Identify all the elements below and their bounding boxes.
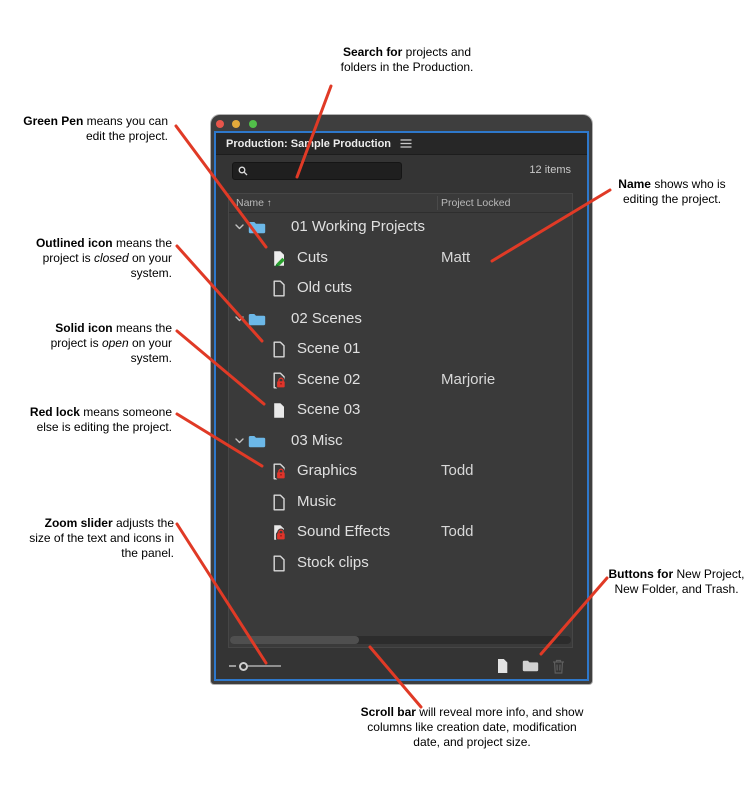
row-music[interactable]: Music: [229, 487, 572, 518]
annotation-outlined-icon: Outlined icon means the project is close…: [35, 236, 172, 280]
panel-tab-bar: Production: Sample Production: [216, 133, 587, 155]
row-01-working-projects[interactable]: 01 Working Projects: [229, 212, 572, 243]
panel-tab[interactable]: Production: Sample Production: [226, 137, 392, 150]
macos-titlebar: [211, 115, 592, 131]
row-label: Scene 02: [297, 370, 361, 388]
outline-project-icon: [272, 280, 286, 297]
locked-by: Todd: [441, 523, 474, 540]
row-old-cuts[interactable]: Old cuts: [229, 273, 572, 304]
scrollbar-thumb[interactable]: [230, 636, 359, 644]
row-label: Graphics: [297, 462, 358, 479]
close-button[interactable]: [216, 120, 224, 128]
row-02-scenes[interactable]: 02 Scenes: [229, 304, 572, 335]
annotation-name: Name shows who is editing the project.: [618, 177, 726, 206]
sort-ascending-icon: ↑: [266, 198, 272, 209]
column-header-name[interactable]: Name ↑: [236, 197, 272, 209]
outline-project-icon: [272, 494, 286, 511]
column-divider[interactable]: [437, 196, 438, 210]
annotation-solid-icon: Solid icon means the project is open on …: [50, 321, 172, 365]
row-scene-03[interactable]: Scene 03: [229, 395, 572, 426]
folder-icon: [248, 313, 266, 326]
zoom-slider[interactable]: [229, 659, 281, 673]
annotation-search: Search for projects and folders in the P…: [340, 45, 474, 74]
solid-project-icon: [272, 402, 286, 419]
search-icon: [238, 166, 248, 176]
row-label: Stock clips: [297, 553, 369, 571]
column-header-project-locked[interactable]: Project Locked: [441, 197, 511, 209]
folder-icon: [248, 221, 266, 234]
row-label: Sound Effects: [297, 523, 391, 540]
row-sound-effects[interactable]: Sound Effects Todd: [229, 517, 572, 548]
row-label: Cuts: [297, 248, 328, 266]
zoom-slider-track[interactable]: [248, 665, 281, 667]
outline-lock-project-icon: [272, 463, 287, 480]
row-scene-02[interactable]: Scene 02 Marjorie: [229, 365, 572, 396]
locked-by: Todd: [441, 462, 474, 479]
zoom-window-button[interactable]: [249, 120, 257, 128]
outline-lock-project-icon: [272, 372, 287, 389]
annotation-buttons: Buttons for New Project, New Folder, and…: [608, 567, 745, 596]
outline-project-icon: [272, 341, 286, 358]
row-cuts[interactable]: Cuts Matt: [229, 243, 572, 274]
row-03-misc[interactable]: 03 Misc: [229, 426, 572, 457]
locked-by: Marjorie: [441, 370, 496, 388]
folder-icon: [248, 435, 266, 448]
new-folder-icon: [522, 660, 538, 672]
locked-by: Matt: [441, 248, 471, 266]
panel-footer-buttons: [493, 657, 567, 675]
list-header: Name ↑ Project Locked: [229, 194, 572, 213]
row-label: Music: [297, 492, 337, 510]
row-label: Scene 01: [297, 340, 361, 357]
outline-project-icon: [272, 555, 286, 572]
row-graphics[interactable]: Graphics Todd: [229, 456, 572, 487]
annotation-green-pen: Green Pen means you can edit the project…: [23, 114, 168, 143]
search-input[interactable]: [248, 163, 401, 179]
row-scene-01[interactable]: Scene 01: [229, 334, 572, 365]
row-stock-clips[interactable]: Stock clips: [229, 548, 572, 579]
solid-lock-project-icon: [272, 524, 287, 541]
minimize-button[interactable]: [232, 120, 240, 128]
new-project-icon: [497, 659, 507, 673]
search-field[interactable]: [232, 162, 402, 180]
annotation-zoom-slider: Zoom slider adjusts the size of the text…: [29, 516, 174, 560]
new-project-button[interactable]: [493, 657, 511, 675]
production-panel: Production: Sample Production 12 items N…: [214, 131, 589, 681]
project-list: Name ↑ Project Locked 01 Working Project…: [228, 193, 573, 648]
annotation-red-lock: Red lock means someone else is editing t…: [29, 405, 172, 434]
chevron-down-icon[interactable]: [235, 315, 244, 322]
production-panel-window: Production: Sample Production 12 items N…: [211, 115, 592, 684]
row-label: 01 Working Projects: [291, 218, 425, 235]
zoom-out-tick: [229, 665, 236, 667]
row-label: 02 Scenes: [291, 309, 362, 327]
row-label: 03 Misc: [291, 431, 343, 449]
horizontal-scrollbar[interactable]: [230, 636, 571, 644]
new-folder-button[interactable]: [521, 657, 539, 675]
trash-button[interactable]: [549, 657, 567, 675]
panel-menu-button[interactable]: [400, 139, 412, 148]
trash-icon: [552, 659, 564, 674]
items-count: 12 items: [529, 164, 571, 176]
row-label: Scene 03: [297, 401, 361, 418]
hamburger-menu-icon: [400, 139, 412, 148]
chevron-down-icon[interactable]: [235, 224, 244, 230]
chevron-down-icon[interactable]: [235, 437, 244, 444]
green-pen-project-icon: [272, 250, 287, 267]
zoom-slider-knob[interactable]: [239, 661, 248, 671]
annotation-scroll-bar: Scroll bar will reveal more info, and sh…: [360, 705, 584, 749]
row-label: Old cuts: [297, 279, 353, 296]
